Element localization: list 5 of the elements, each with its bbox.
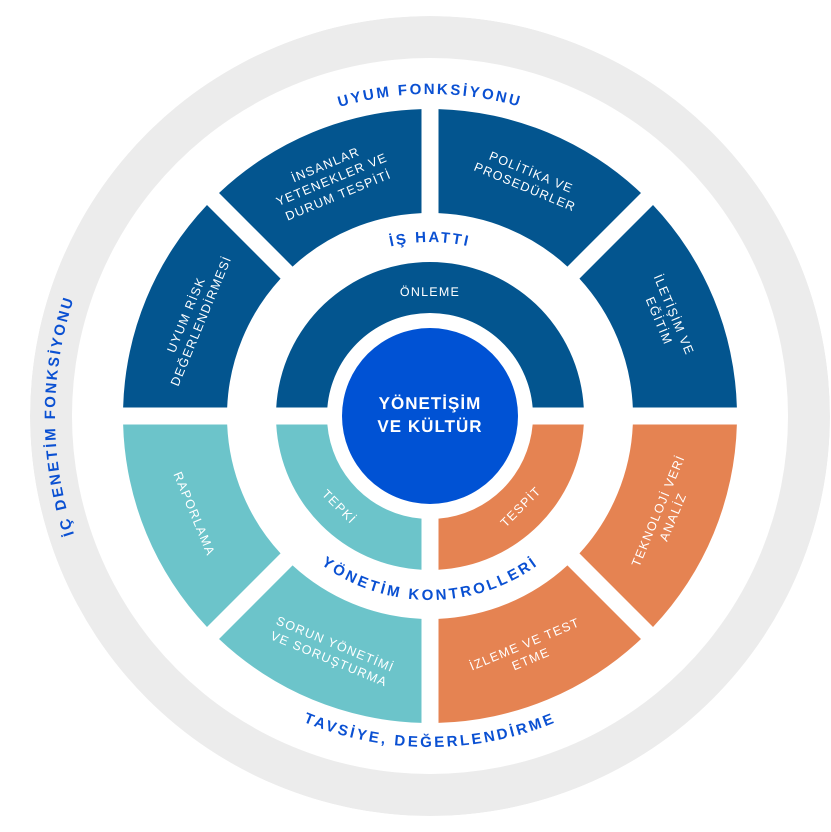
center-label: YÖNETİŞİM VE KÜLTÜR [376, 393, 484, 438]
ring-band [30, 16, 830, 816]
ring-label: UYUM FONKSİYONU [336, 80, 524, 111]
segment-label: ÖNLEME [398, 284, 462, 300]
ring-label: İŞ HATTI [388, 228, 472, 250]
